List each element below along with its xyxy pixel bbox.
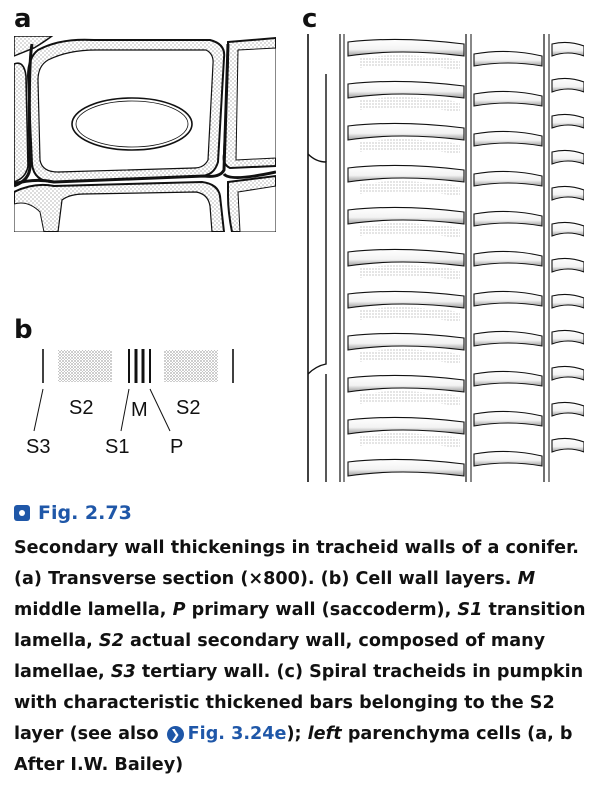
panel-b-leader-lines bbox=[33, 388, 171, 432]
label-p: P bbox=[170, 436, 184, 458]
label-s2-left: S2 bbox=[69, 397, 94, 419]
caption-title: Secondary wall thickenings in tracheid w… bbox=[14, 538, 579, 558]
figure-reference-link[interactable]: Fig. 3.24e bbox=[187, 724, 287, 744]
label-s1: S1 bbox=[105, 436, 130, 458]
chevron-right-icon[interactable]: ❯ bbox=[166, 726, 184, 743]
figure-heading: Fig. 2.73 bbox=[14, 502, 132, 524]
panel-a-transverse-section bbox=[14, 36, 276, 232]
panel-a-label: a bbox=[14, 4, 32, 34]
panel-b-layer-diagram bbox=[42, 349, 234, 383]
panel-b-label: b bbox=[14, 315, 33, 345]
figure-bullet-icon bbox=[14, 505, 30, 521]
label-s3: S3 bbox=[26, 436, 51, 458]
panel-c-label: c bbox=[302, 4, 318, 34]
label-s2-right: S2 bbox=[176, 397, 201, 419]
label-m: M bbox=[131, 399, 148, 421]
figure-caption: Secondary wall thickenings in tracheid w… bbox=[14, 538, 586, 775]
panel-c-spiral-tracheids bbox=[307, 34, 584, 482]
figure-number: Fig. 2.73 bbox=[38, 502, 132, 524]
